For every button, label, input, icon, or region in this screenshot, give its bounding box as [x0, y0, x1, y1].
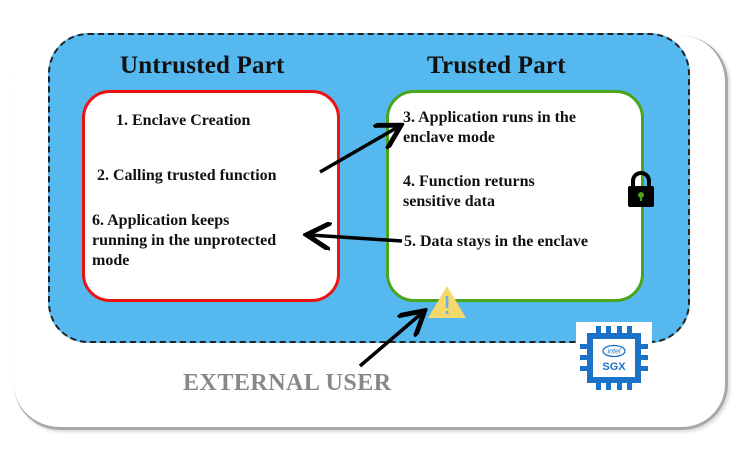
step-2-calling-trusted-function: 2. Calling trusted function	[97, 167, 277, 184]
outer-frame	[14, 36, 728, 430]
external-user-label: EXTERNAL USER	[183, 370, 392, 396]
trusted-heading: Trusted Part	[427, 52, 566, 79]
trusted-part-box	[386, 90, 644, 302]
chip-label: SGX	[602, 361, 626, 373]
lock-icon	[628, 171, 654, 207]
step-6-application-keeps-running: 6. Application keeps running in the unpr…	[92, 212, 277, 269]
untrusted-part-box	[82, 90, 340, 302]
chip-brand: intel	[608, 349, 621, 356]
step-1-enclave-creation: 1. Enclave Creation	[116, 112, 251, 129]
step-3-application-runs-enclave: 3. Application runs in the enclave mode	[403, 109, 576, 146]
step-5-data-stays-in-enclave: 5. Data stays in the enclave	[404, 233, 588, 250]
step-4-function-returns-data: 4. Function returns sensitive data	[403, 173, 535, 210]
warning-icon	[428, 286, 466, 318]
untrusted-heading: Untrusted Part	[120, 52, 285, 79]
intel-sgx-chip-icon: intel SGX	[576, 322, 652, 394]
